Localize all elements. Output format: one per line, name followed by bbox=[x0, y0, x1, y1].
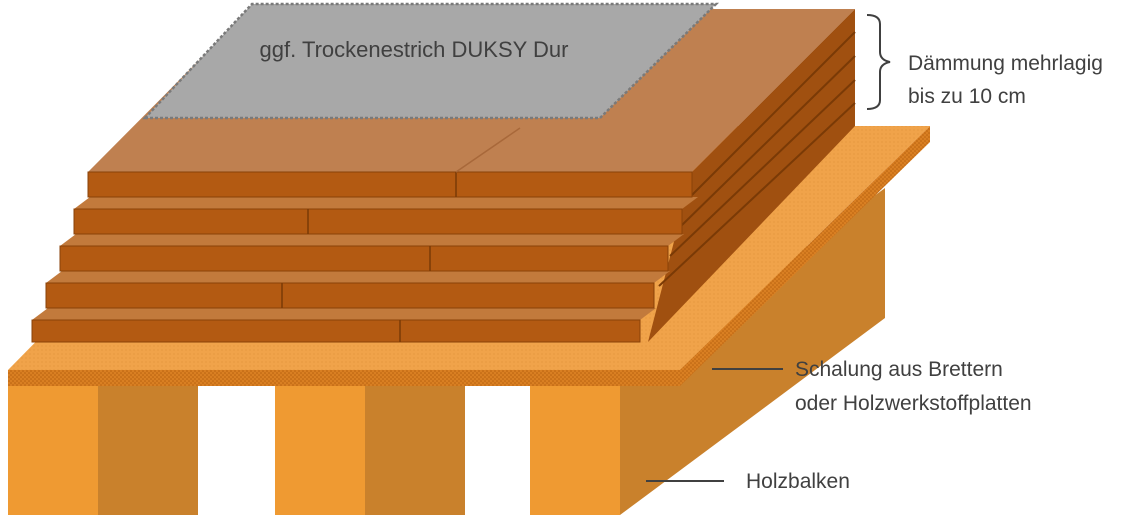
insulation-side-layers bbox=[658, 31, 856, 287]
beam-annotation: Holzbalken bbox=[646, 470, 850, 493]
insulation-bracket bbox=[866, 14, 891, 110]
insulation-label-line1: Dämmung mehrlagig bbox=[908, 52, 1103, 75]
insulation-label-line2: bis zu 10 cm bbox=[908, 85, 1026, 108]
beam-1 bbox=[8, 385, 198, 515]
beam-3-side bbox=[620, 188, 885, 515]
beam-1-side bbox=[98, 385, 198, 515]
beam-1-front bbox=[8, 385, 98, 515]
beam-3 bbox=[530, 188, 885, 515]
beam-2 bbox=[275, 385, 465, 515]
insulation-layer-3 bbox=[59, 234, 684, 272]
screed-plate bbox=[142, 2, 720, 120]
insulation-layer-5 bbox=[87, 171, 693, 198]
beam-3-front bbox=[530, 385, 620, 515]
dry-screed: ggf. Trockenestrich DUKSY Dur bbox=[142, 2, 720, 120]
insulation-layer-2 bbox=[45, 271, 670, 309]
insulation-side bbox=[648, 9, 855, 342]
insulation-top-seam bbox=[455, 127, 521, 173]
insulation-annotation: Dämmung mehrlagig bis zu 10 cm bbox=[866, 14, 1103, 110]
beam-label: Holzbalken bbox=[746, 470, 850, 493]
formwork-annotation: Schalung aus Brettern oder Holzwerkstoff… bbox=[712, 358, 1032, 415]
formwork-label-line2: oder Holzwerkstoffplatten bbox=[795, 392, 1032, 415]
insulation-layer-4 bbox=[73, 197, 698, 235]
beam-2-front bbox=[275, 385, 365, 515]
insulation-layer-1 bbox=[31, 308, 656, 343]
beams bbox=[8, 188, 885, 515]
formwork-label-line1: Schalung aus Brettern bbox=[795, 358, 1003, 381]
beam-2-side bbox=[365, 385, 465, 515]
board-front-edge bbox=[8, 370, 680, 386]
screed-label: ggf. Trockenestrich DUKSY Dur bbox=[260, 37, 569, 62]
board-side-edge bbox=[680, 126, 930, 386]
